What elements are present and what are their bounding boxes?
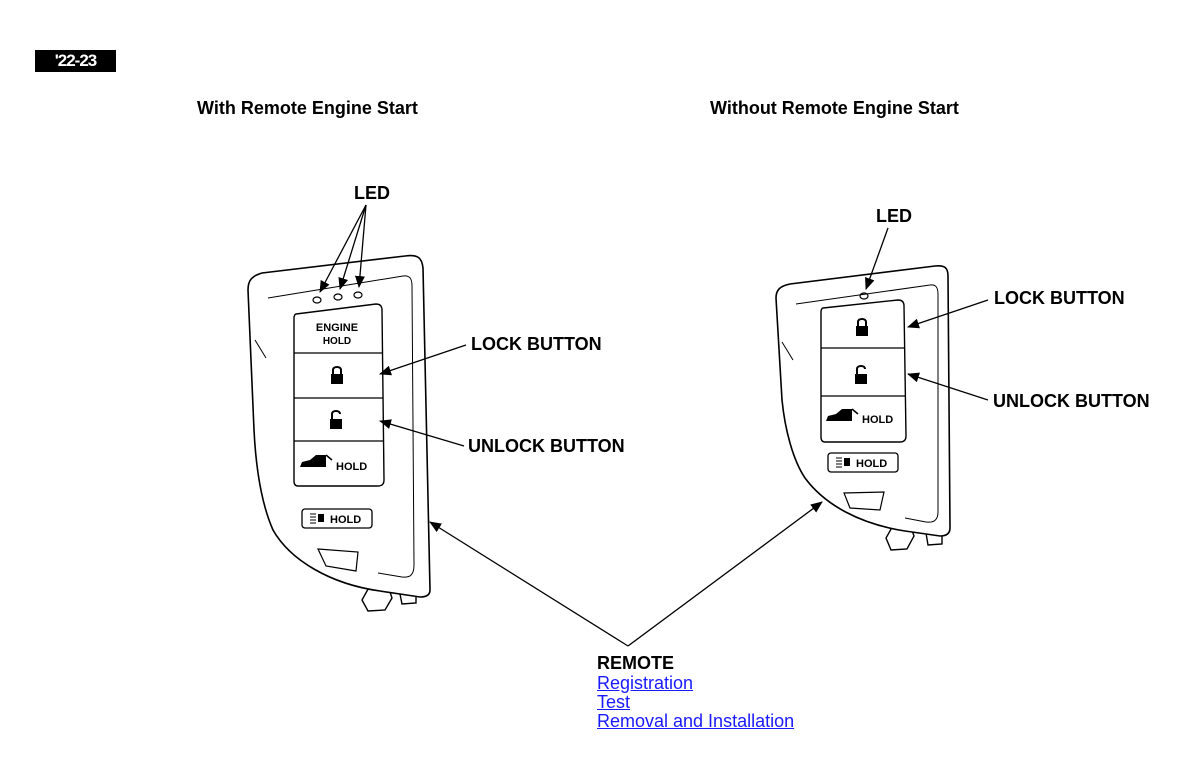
lock-button-callout-left: LOCK BUTTON xyxy=(471,334,602,354)
hatch-hold-label-left: HOLD xyxy=(336,461,367,473)
hatch-hold-label-right: HOLD xyxy=(862,414,893,426)
lock-closed-icon xyxy=(856,318,868,336)
remote-title: REMOTE xyxy=(597,653,675,673)
led-indicator-3 xyxy=(353,291,363,299)
led-callout-right: LED xyxy=(876,206,912,226)
arrow-icon xyxy=(379,419,465,447)
lock-closed-icon xyxy=(331,366,343,384)
unlock-button-callout-left: UNLOCK BUTTON xyxy=(468,436,625,456)
arrow-icon xyxy=(319,204,367,293)
callout-arrows xyxy=(319,204,989,647)
arrow-icon xyxy=(865,227,889,290)
registration-link[interactable]: Registration xyxy=(597,673,694,693)
arrow-icon xyxy=(379,344,467,376)
arrow-icon xyxy=(354,204,367,288)
engine-start-label-line1: ENGINE xyxy=(316,322,358,334)
test-link[interactable]: Test xyxy=(597,692,631,712)
key-fob-with-remote-start xyxy=(247,254,431,612)
arrow-icon xyxy=(907,372,989,401)
led-indicator-2 xyxy=(333,293,343,301)
unlock-button-callout-right: UNLOCK BUTTON xyxy=(993,391,1150,411)
panic-hold-label-left: HOLD xyxy=(330,514,361,526)
lock-button-callout-right: LOCK BUTTON xyxy=(994,288,1125,308)
engine-start-label-line2: HOLD xyxy=(323,336,351,347)
arrow-icon xyxy=(627,501,823,647)
tailgate-car-icon xyxy=(300,454,333,467)
heading-without-remote-start: Without Remote Engine Start xyxy=(710,98,959,118)
led-callout-left: LED xyxy=(354,183,390,203)
year-range-badge: '22-23 xyxy=(35,50,116,72)
lock-open-icon xyxy=(330,410,342,429)
removal-installation-link[interactable]: Removal and Installation xyxy=(597,711,795,731)
key-fob-without-remote-start xyxy=(775,265,951,551)
panic-light-icon xyxy=(310,513,324,524)
led-indicator-1 xyxy=(312,296,322,304)
tailgate-car-icon xyxy=(826,408,859,421)
lock-open-icon xyxy=(855,365,867,384)
led-indicator-right xyxy=(859,292,869,300)
panic-hold-label-right: HOLD xyxy=(856,458,887,470)
panic-light-icon xyxy=(836,457,850,468)
arrow-icon xyxy=(429,521,629,647)
heading-with-remote-start: With Remote Engine Start xyxy=(197,98,418,118)
arrow-icon xyxy=(907,299,989,329)
arrow-icon xyxy=(338,204,367,290)
